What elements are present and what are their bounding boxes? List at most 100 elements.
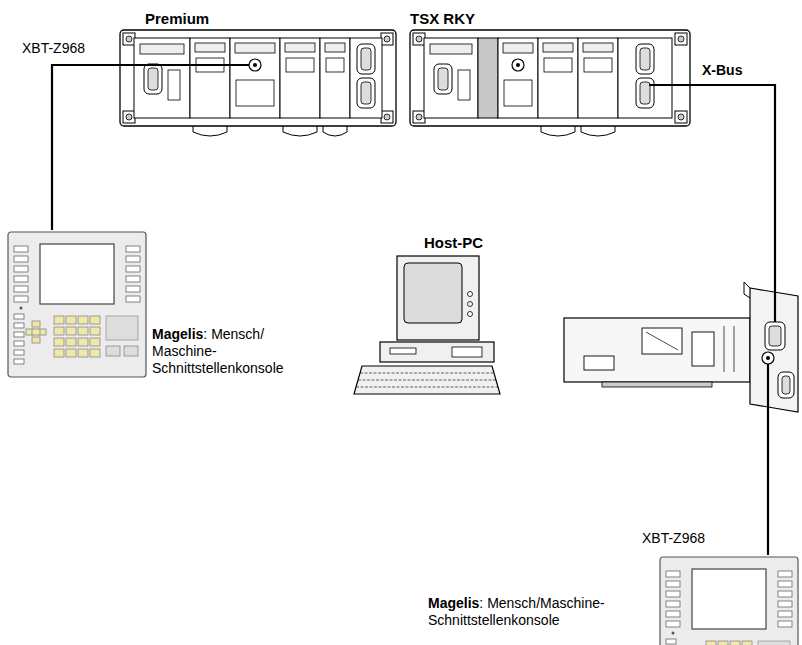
rack-screw-plate [675, 33, 687, 45]
function-key [14, 266, 28, 272]
d-sub-insert [148, 68, 158, 90]
drive-bay [452, 347, 482, 357]
keypad-key [90, 349, 100, 357]
board-trace [734, 326, 735, 372]
console-screen [40, 244, 114, 304]
cable-label: XBT-Z968 [20, 40, 87, 57]
terminal-port [249, 59, 261, 71]
d-sub-insert [769, 326, 781, 346]
side-key [14, 359, 24, 364]
function-key [778, 571, 792, 577]
rack-frame [410, 30, 690, 126]
board-chip [642, 328, 682, 354]
floppy-slot [390, 348, 416, 354]
module-leds [285, 43, 315, 52]
keypad-key [54, 338, 64, 346]
side-key [14, 323, 24, 328]
module-display [430, 44, 472, 54]
function-key [666, 571, 680, 577]
enter-key [106, 346, 120, 356]
function-key [666, 601, 680, 607]
terminal-port-pin [516, 63, 520, 67]
cable-label: X-Bus [700, 62, 744, 79]
function-key [14, 276, 28, 282]
side-key [14, 332, 24, 337]
function-key [126, 256, 140, 262]
keypad-key [706, 641, 716, 645]
function-key [126, 266, 140, 272]
rack-module [280, 38, 320, 118]
terminal-port [512, 59, 524, 71]
function-key [666, 611, 680, 617]
plc-rack-node: Premium [118, 8, 398, 130]
plc-rack-node: TSX RKY [405, 8, 693, 130]
memory-slot [236, 80, 274, 106]
function-key [778, 621, 792, 627]
rack-screw [126, 36, 132, 42]
rack-screw [678, 36, 684, 42]
function-key [126, 286, 140, 292]
function-key [666, 591, 680, 597]
module-leds [583, 43, 613, 52]
d-sub-connector [636, 78, 654, 108]
rack-module [618, 38, 672, 118]
rack-screw-plate [675, 111, 687, 123]
function-key [126, 276, 140, 282]
host-pc-node: Host-PC [352, 232, 800, 414]
status-led [20, 307, 23, 310]
cable-connector [52, 65, 118, 230]
keypad-key [78, 349, 88, 357]
function-key [778, 591, 792, 597]
terminal-cable [118, 64, 249, 66]
keypad-key [78, 338, 88, 346]
terminal-port [762, 352, 774, 364]
module-display [140, 44, 184, 54]
d-sub-insert [438, 68, 448, 90]
cable-connector [693, 85, 775, 232]
rack-screw-plate [123, 111, 135, 123]
rack-module [578, 38, 618, 118]
device-illustration [352, 232, 800, 414]
function-key [666, 581, 680, 587]
module-latch [286, 58, 314, 72]
keypad-key [54, 316, 64, 324]
module-latch [544, 58, 572, 72]
keypad-key [66, 327, 76, 335]
plc-rack [120, 30, 396, 136]
keypad-key [90, 316, 100, 324]
device-heading: TSX RKY [410, 10, 475, 27]
rack-module [424, 38, 478, 118]
keyboard [354, 366, 500, 394]
navigation-key [32, 329, 40, 335]
keypad-key [66, 349, 76, 357]
navigation-key [32, 337, 40, 343]
operator-console-node: Magelis: Mensch/Maschine- Schnittstellen… [428, 555, 798, 645]
terminal-port-pin [253, 63, 257, 67]
rack-screw [384, 114, 390, 120]
keypad-key [718, 641, 728, 645]
monitor-housing [397, 256, 479, 340]
side-key [14, 314, 24, 319]
memory-slot [504, 80, 532, 106]
rack-screw-plate [413, 111, 425, 123]
d-sub-connector [778, 372, 794, 398]
d-sub-insert [361, 82, 371, 104]
d-sub-insert [361, 48, 371, 70]
function-key [14, 296, 28, 302]
rack-screw-plate [381, 111, 393, 123]
keypad-key [742, 641, 752, 645]
rack-module [134, 38, 190, 118]
console-housing [8, 232, 146, 377]
x-bus-cable [649, 84, 693, 86]
function-key [14, 246, 28, 252]
keypad-key [66, 316, 76, 324]
console-caption: Magelis: Mensch/ Maschine- Schnittstelle… [152, 326, 302, 377]
label-panel [758, 641, 790, 645]
function-key [126, 246, 140, 252]
function-key [778, 581, 792, 587]
module-leds [195, 43, 225, 52]
monitor-knob [468, 292, 473, 297]
d-sub-connector [144, 64, 162, 94]
function-key [14, 256, 28, 262]
